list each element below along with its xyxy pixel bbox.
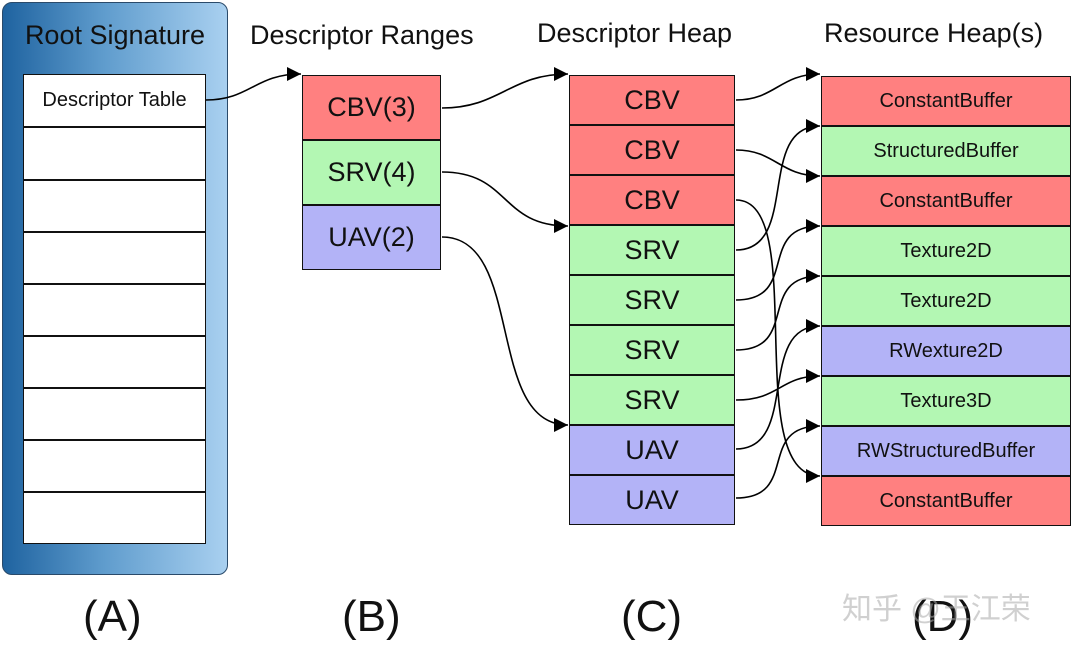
root-signature-slot <box>23 284 206 336</box>
heap-cell-cbv: CBV <box>569 175 735 225</box>
arrow-heap-to-resource <box>735 199 821 483</box>
resource-texture3d: Texture3D <box>821 376 1071 426</box>
resource-rwtexture2d: RWexture2D <box>821 326 1071 376</box>
root-signature-title: Root Signature <box>24 20 206 50</box>
root-signature-slot <box>23 492 206 544</box>
arrow-uav-range-to-heap <box>441 236 569 432</box>
range-uav: UAV(2) <box>302 205 441 270</box>
root-signature-slot <box>23 336 206 388</box>
heap-cell-srv: SRV <box>569 375 735 425</box>
resource-constant-buffer: ConstantBuffer <box>821 476 1071 526</box>
resource-structured-buffer: StructuredBuffer <box>821 126 1071 176</box>
arrow-heap-to-resource <box>735 119 821 251</box>
root-signature-slot <box>23 388 206 440</box>
arrow-heap-to-resource <box>735 219 821 301</box>
caption-b: (B) <box>342 592 401 641</box>
heap-cell-srv: SRV <box>569 225 735 275</box>
watermark: 知乎 @王江荣 <box>842 593 1031 626</box>
arrow-heap-to-resource <box>735 319 821 450</box>
range-srv: SRV(4) <box>302 140 441 205</box>
resource-constant-buffer: ConstantBuffer <box>821 176 1071 226</box>
descriptor-table-slot: Descriptor Table <box>23 74 206 127</box>
resource-heaps-title: Resource Heap(s) <box>824 18 1044 48</box>
arrow-srv-range-to-heap <box>441 171 569 233</box>
descriptor-heap-title: Descriptor Heap <box>537 18 733 48</box>
caption-a: (A) <box>83 592 142 641</box>
range-cbv: CBV(3) <box>302 75 441 140</box>
heap-cell-srv: SRV <box>569 275 735 325</box>
arrow-heap-to-resource <box>735 149 821 183</box>
descriptor-ranges-title: Descriptor Ranges <box>250 20 474 50</box>
arrow-heap-to-resource <box>735 419 821 499</box>
caption-c: (C) <box>621 592 683 641</box>
resource-rwstructured-buffer: RWStructuredBuffer <box>821 426 1071 476</box>
arrow-cbv-range-to-heap <box>441 67 569 109</box>
arrow-heap-to-resource <box>735 369 821 401</box>
caption-d: (D) <box>912 592 974 641</box>
heap-cell-uav: UAV <box>569 475 735 525</box>
resource-constant-buffer: ConstantBuffer <box>821 76 1071 126</box>
heap-cell-cbv: CBV <box>569 75 735 125</box>
root-signature-slot <box>23 440 206 492</box>
heap-cell-uav: UAV <box>569 425 735 475</box>
arrow-heap-to-resource <box>735 67 821 101</box>
arrow-heap-to-resource <box>735 269 821 351</box>
resource-texture2d: Texture2D <box>821 226 1071 276</box>
heap-cell-cbv: CBV <box>569 125 735 175</box>
root-signature-slot <box>23 180 206 232</box>
arrow-table-to-cbv-range <box>205 67 302 101</box>
root-signature-slot <box>23 127 206 180</box>
root-signature-slot <box>23 232 206 284</box>
resource-texture2d: Texture2D <box>821 276 1071 326</box>
heap-cell-srv: SRV <box>569 325 735 375</box>
